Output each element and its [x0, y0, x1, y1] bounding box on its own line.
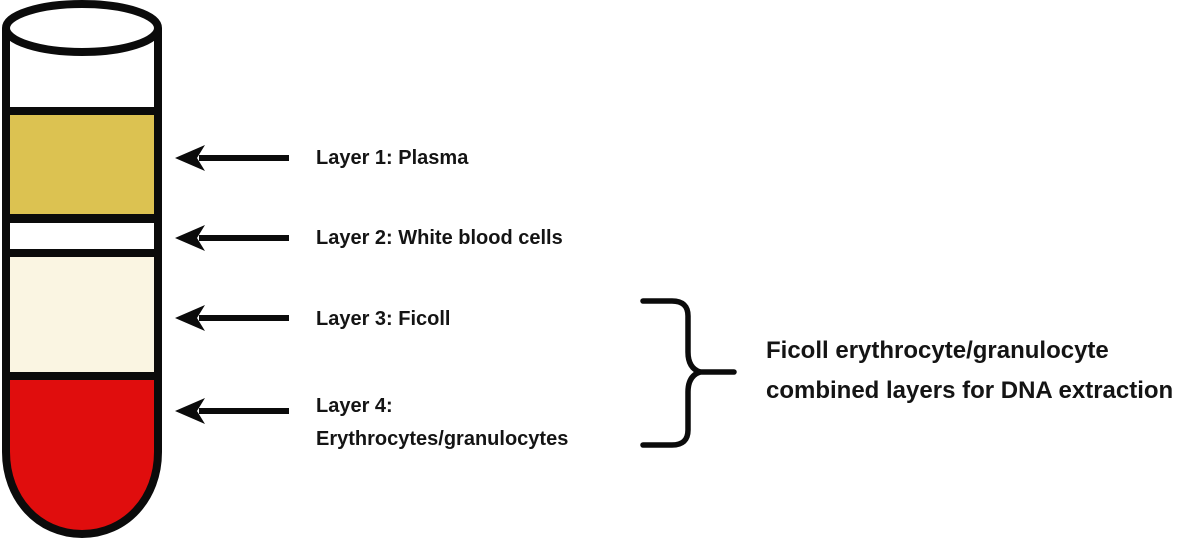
annotation-line1: Ficoll erythrocyte/granulocyte	[766, 337, 1109, 364]
brace-curve	[640, 298, 703, 448]
layer-separator-line	[6, 249, 158, 257]
layer-separator-line	[6, 214, 158, 223]
layer-2-label: Layer 2: White blood cells	[316, 227, 563, 249]
arrow-head	[175, 145, 205, 171]
layer-plasma-fill	[6, 111, 158, 214]
arrow-left-icon	[175, 145, 289, 171]
layer-separator-line	[6, 372, 158, 380]
arrow-head	[175, 398, 205, 424]
layer-separator-line	[6, 107, 158, 115]
layer-1-label: Layer 1: Plasma	[316, 147, 469, 169]
arrow-left-icon	[175, 225, 289, 251]
arrow-left-icon	[175, 305, 289, 331]
layer-erythrocytes-fill	[6, 376, 158, 534]
centrifuge-tube	[1, 0, 162, 539]
combined-layers-annotation: Ficoll erythrocyte/granulocyte combined …	[766, 331, 1173, 411]
layer-3-label: Layer 3: Ficoll	[316, 308, 451, 330]
right-curly-brace-icon	[640, 298, 737, 448]
annotation-line2: combined layers for DNA extraction	[766, 377, 1174, 404]
arrow-left-icon	[175, 398, 289, 424]
tube-opening	[2, 0, 162, 56]
layer-4-label-line1: Layer 4:	[316, 395, 393, 417]
layer-4-label: Layer 4: Erythrocytes/granulocytes	[316, 390, 568, 456]
layer-white-blood-cells-fill	[6, 222, 158, 253]
arrow-head	[175, 305, 205, 331]
layer-ficoll-fill	[6, 253, 158, 372]
arrow-head	[175, 225, 205, 251]
tube-outline	[1, 28, 162, 539]
layer-4-label-line2: Erythrocytes/granulocytes	[316, 428, 569, 450]
